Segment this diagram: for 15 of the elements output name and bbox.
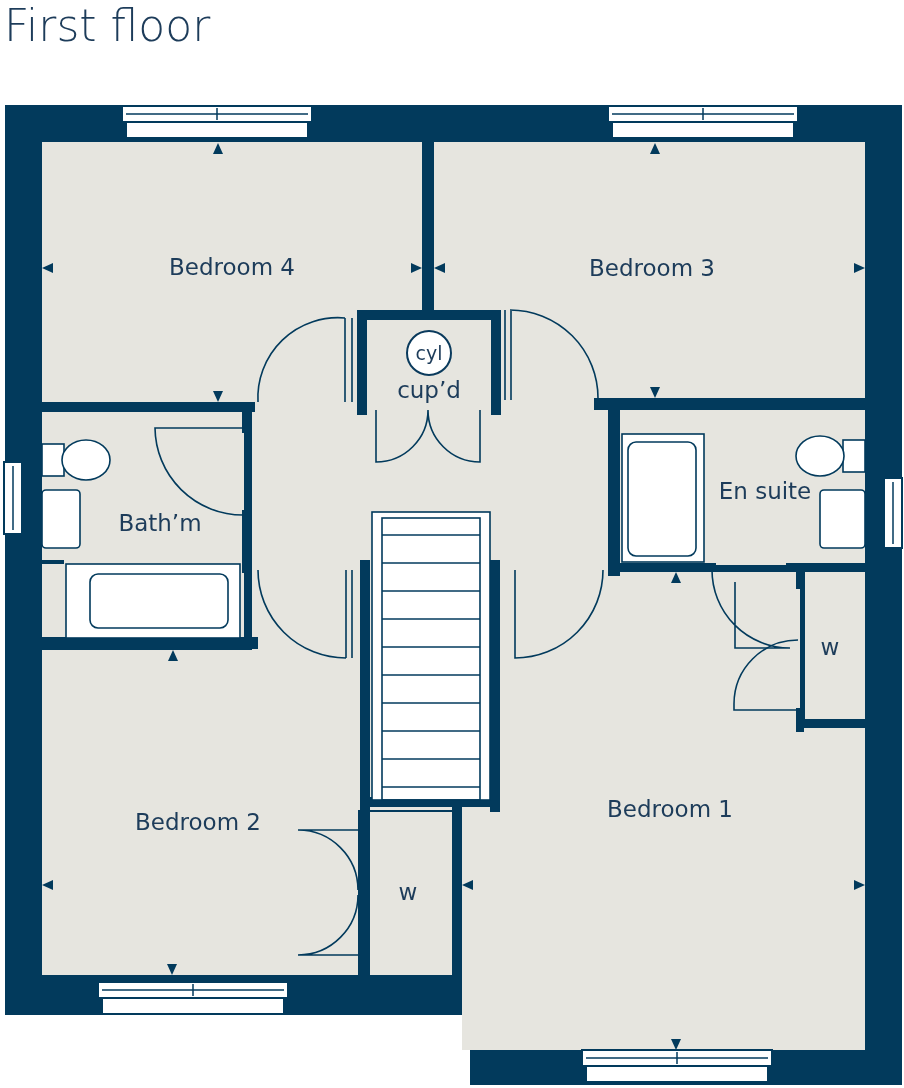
- room-label: w: [398, 880, 418, 906]
- plan-title: First floor: [4, 0, 211, 51]
- room-label: Bath’m: [118, 511, 202, 537]
- room-label: cup’d: [397, 378, 461, 404]
- room-label: Bedroom 4: [169, 255, 295, 281]
- room-label: En suite: [718, 479, 812, 505]
- cylinder-symbol: cyl: [406, 330, 452, 376]
- room-floor: [42, 650, 358, 975]
- room-label: Bedroom 2: [135, 810, 261, 836]
- room-floor: [462, 572, 800, 1050]
- room-label: w: [820, 635, 840, 661]
- room-floor: [805, 572, 865, 720]
- room-label: Bedroom 1: [607, 797, 733, 823]
- room-label: Bedroom 3: [589, 256, 715, 282]
- room-floor: [370, 812, 452, 975]
